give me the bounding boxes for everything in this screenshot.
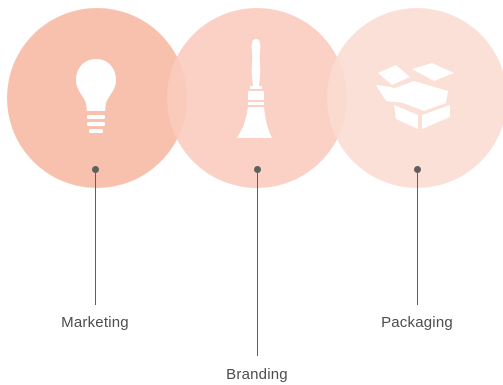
box-icon [374,63,458,133]
branding-connector-line [257,169,258,356]
packaging-connector-line [417,169,418,305]
paintbrush-icon [231,38,281,142]
branding-label: Branding [226,366,288,383]
marketing-label: Marketing [61,314,129,331]
lightbulb-icon [74,57,118,137]
packaging-label: Packaging [381,314,453,331]
marketing-connector-line [95,169,96,305]
